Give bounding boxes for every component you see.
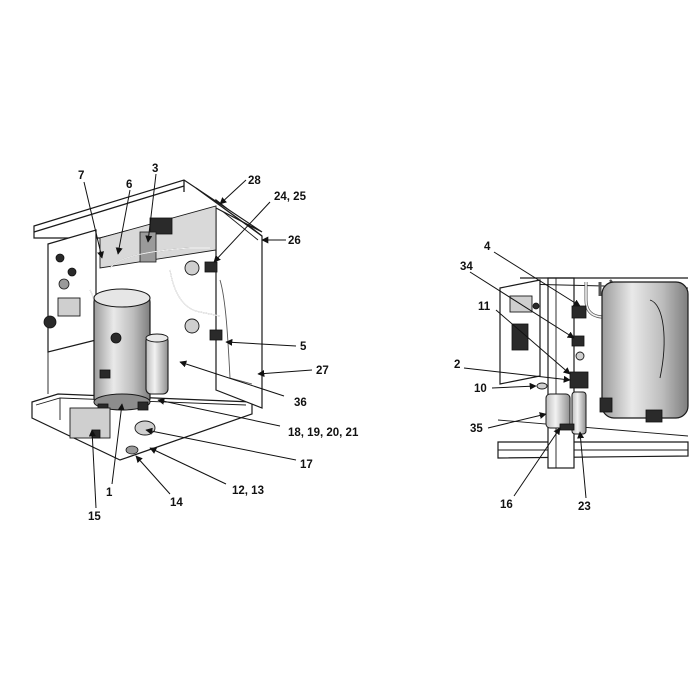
callout-17: 17 (300, 459, 313, 471)
callout-24-25: 24, 25 (274, 191, 307, 203)
callout-23: 23 (578, 501, 591, 513)
callout-26: 26 (288, 235, 301, 247)
left-leader-lines (83, 173, 313, 509)
callout-2: 2 (454, 359, 460, 371)
callout-15: 15 (88, 511, 101, 523)
left-unit-illustration (31, 179, 263, 461)
callout-28: 28 (248, 175, 261, 187)
callout-6: 6 (126, 179, 132, 191)
callout-3: 3 (152, 163, 158, 175)
callout-11: 11 (478, 301, 491, 313)
left-callout-labels: 7 6 3 28 24, 25 26 5 27 36 18, 19, 20, 2… (78, 163, 359, 523)
callout-16: 16 (500, 499, 513, 511)
right-callout-labels: 4 34 11 2 10 35 16 23 (454, 241, 591, 513)
callout-5: 5 (300, 341, 307, 353)
callout-4: 4 (484, 241, 491, 253)
callout-1: 1 (106, 487, 113, 499)
right-closeup-illustration (497, 277, 689, 469)
callout-7: 7 (78, 170, 84, 182)
callout-18-19-20-21: 18, 19, 20, 21 (288, 427, 359, 439)
callout-34: 34 (460, 261, 473, 273)
right-leader-lines (463, 251, 587, 499)
callout-27: 27 (316, 365, 329, 377)
callout-10: 10 (474, 383, 487, 395)
callout-35: 35 (470, 423, 483, 435)
callout-14: 14 (170, 497, 183, 509)
callout-36: 36 (294, 397, 307, 409)
callout-12-13: 12, 13 (232, 485, 264, 497)
